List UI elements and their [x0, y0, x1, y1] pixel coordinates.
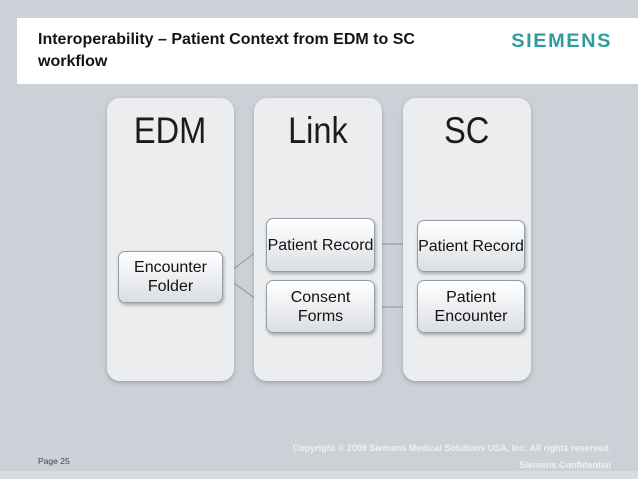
node-encounter-folder-label: Encounter Folder — [134, 259, 207, 295]
page-number: Page 25 — [38, 456, 70, 466]
confidential-line: Siemens Confidential — [519, 460, 611, 470]
node-link-patient-record: Patient Record — [266, 218, 375, 272]
panel-edm: EDM Encounter Folder — [107, 98, 234, 381]
panel-edm-title: EDM — [107, 111, 234, 151]
slide-header: Interoperability – Patient Context from … — [17, 18, 638, 84]
node-consent-forms-label: Consent Forms — [290, 288, 351, 325]
node-sc-patient-record-label: Patient Record — [418, 237, 524, 255]
bottom-strip — [0, 471, 638, 479]
footer-legal: Copyright © 2009 Siemens Medical Solutio… — [293, 440, 611, 474]
panel-edm-label: EDM — [134, 110, 207, 151]
node-sc-patient-record: Patient Record — [417, 220, 525, 272]
node-patient-encounter-label: Patient Encounter — [434, 288, 508, 325]
node-encounter-folder: Encounter Folder — [118, 251, 223, 303]
panel-link-label: Link — [288, 110, 348, 151]
copyright-line: Copyright © 2009 Siemens Medical Solutio… — [292, 443, 611, 453]
node-patient-encounter: Patient Encounter — [417, 280, 525, 333]
node-consent-forms: Consent Forms — [266, 280, 375, 333]
panel-sc: SC Patient Record Patient Encounter — [403, 98, 531, 381]
panel-sc-label: SC — [444, 110, 490, 151]
siemens-logo: SIEMENS — [511, 31, 612, 52]
node-link-patient-record-label: Patient Record — [267, 236, 374, 254]
panel-link-title: Link — [254, 111, 382, 151]
slide-title: Interoperability – Patient Context from … — [38, 31, 415, 70]
panel-link: Link Patient Record Consent Forms — [254, 98, 382, 381]
panel-sc-title: SC — [403, 111, 531, 151]
